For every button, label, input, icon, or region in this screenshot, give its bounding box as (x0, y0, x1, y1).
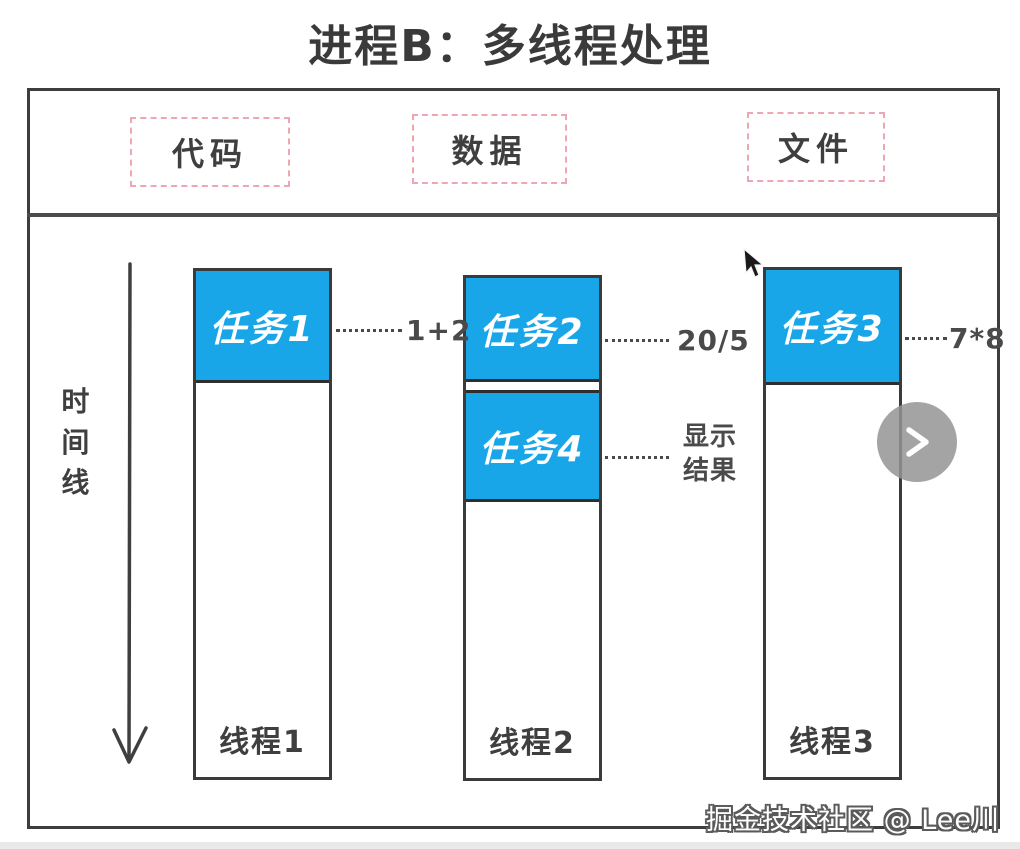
annotation-task4: 显示结果 (683, 422, 738, 486)
dotted-connector-task2 (605, 339, 669, 342)
thread-name-3: 线程3 (789, 725, 876, 760)
annotation-task2: 20/5 (677, 324, 750, 357)
bottom-edge-strip (0, 842, 1020, 849)
thread-name-2: 线程2 (489, 726, 576, 761)
annotation-task1: 1+2 (406, 314, 472, 347)
next-button[interactable] (877, 402, 957, 482)
shared-resources-band (27, 88, 1000, 217)
resource-label-file: 文件 (777, 130, 854, 168)
timeline-arrow-icon (112, 262, 148, 764)
task-label-2: 任务2 (479, 311, 586, 353)
thread-column-3: 任务3 线程3 (763, 267, 902, 780)
timeline-label: 时间线 (61, 385, 90, 500)
resource-label-code: 代码 (171, 135, 248, 173)
dotted-connector-task1 (336, 329, 402, 332)
task-label-3: 任务3 (779, 309, 886, 350)
resource-box-file: 文件 (747, 112, 885, 182)
task-block-3: 任务3 (766, 270, 899, 385)
page-title: 进程B：多线程处理 (308, 21, 712, 72)
task-label-4: 任务4 (479, 429, 586, 470)
thread-column-1: 任务1 线程1 (193, 268, 332, 780)
dotted-connector-task3 (905, 337, 947, 340)
resource-label-data: 数据 (451, 132, 528, 170)
task-block-4: 任务4 (466, 390, 599, 502)
task-block-2: 任务2 (466, 278, 599, 382)
task-block-1: 任务1 (196, 271, 329, 383)
resource-box-data: 数据 (412, 114, 567, 184)
thread-name-1: 线程1 (219, 725, 306, 760)
task-label-1: 任务1 (209, 308, 316, 350)
mouse-cursor-icon (743, 247, 765, 278)
resource-box-code: 代码 (130, 117, 290, 187)
annotation-task3: 7*8 (949, 322, 1006, 355)
thread-column-2: 任务2 任务4 线程2 (463, 275, 602, 781)
watermark: 掘金技术社区 @ Lee川 (706, 805, 1000, 836)
chevron-right-icon (906, 427, 929, 457)
dotted-connector-task4 (605, 456, 669, 459)
